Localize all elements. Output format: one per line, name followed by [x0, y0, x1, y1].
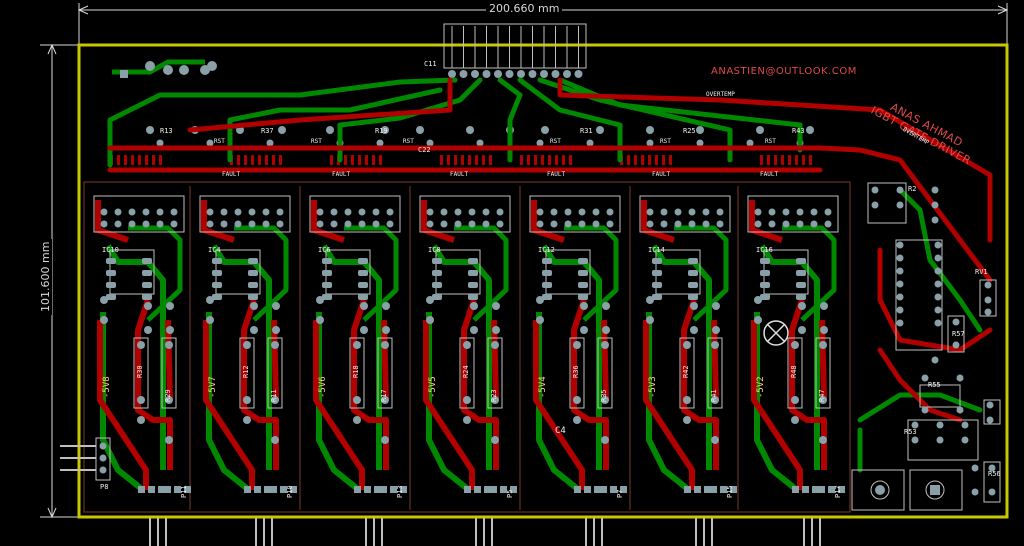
channel-1-ic-ref: IC10 [102, 246, 119, 254]
board-height-dimension: 101.600 mm [39, 238, 52, 315]
channel-6-resistor-a: R42 [682, 365, 690, 378]
channel-2-connector-ref: P10 [286, 485, 294, 498]
channel-6-connector-ref: P15 [726, 485, 734, 498]
channel-3-voltage-label: -5V6 [318, 376, 328, 398]
left-header-p8 [60, 437, 111, 481]
channel-6-resistor-b: R41 [710, 389, 718, 402]
channel-5-resistor-a: R36 [572, 365, 580, 378]
right-control-area [851, 182, 1001, 511]
net-label-fault-6: FAULT [760, 171, 779, 178]
net-label-rst-1: RST [214, 138, 225, 145]
back-copper-layer [107, 77, 983, 473]
ref-c11: C11 [424, 60, 437, 68]
channel-1-resistor-a: R30 [136, 365, 144, 378]
channel-4-resistor-a: R24 [462, 365, 470, 378]
channel-2-resistor-a: R12 [242, 365, 250, 378]
channel-4-voltage-label: -5V5 [428, 376, 438, 398]
channel-3-resistor-a: R18 [352, 365, 360, 378]
channel-frames [83, 181, 851, 513]
channel-7-connector-ref: P17 [834, 485, 842, 498]
channel-4-ic-ref: IC8 [428, 246, 441, 254]
channel-5-voltage-label: -5V4 [538, 376, 548, 398]
channel-6-voltage-label: -5V3 [648, 376, 658, 398]
ref-r53: R53 [904, 428, 917, 436]
net-label-rst-6: RST [765, 138, 776, 145]
ref-rv1: RV1 [975, 268, 988, 276]
net-label-rst-5: RST [660, 138, 671, 145]
net-label-rst-4: RST [550, 138, 561, 145]
net-label-rst-2: RST [311, 138, 322, 145]
channel-3-connector-ref: P13 [396, 485, 404, 498]
board-outline [77, 43, 1009, 519]
channel-2 [199, 195, 297, 546]
channel-1 [93, 195, 191, 546]
channel-4-connector-ref: P5 [506, 489, 514, 498]
channel-circuits [93, 195, 845, 546]
terminal-blocks [870, 480, 945, 500]
ref-p8: P8 [100, 483, 109, 491]
channel-7-voltage-label: -5V2 [756, 376, 766, 398]
ref-c4: C4 [555, 426, 566, 436]
channel-6-ic-ref: IC14 [648, 246, 665, 254]
channel-2-voltage-label: -5V7 [208, 376, 218, 398]
channel-3-ic-ref: IC6 [318, 246, 331, 254]
net-label-fault-5: FAULT [652, 171, 671, 178]
ref-r2: R2 [908, 185, 917, 193]
channel-4-resistor-b: R23 [490, 389, 498, 402]
ref-r57: R57 [952, 330, 965, 338]
net-label-fault-2: FAULT [332, 171, 351, 178]
channel-4 [419, 195, 517, 546]
channel-1-connector-ref: P11 [180, 485, 188, 498]
channel-5 [529, 195, 627, 546]
channel-2-resistor-b: R11 [270, 389, 278, 402]
channel-3 [309, 195, 407, 546]
ref-r13: R13 [160, 127, 173, 135]
ref-r56: R56 [988, 470, 1001, 478]
channel-7-resistor-a: R48 [790, 365, 798, 378]
mounting-hole-marker [763, 320, 789, 346]
channel-1-resistor-b: R29 [164, 389, 172, 402]
ref-r31: R31 [580, 127, 593, 135]
ref-r55: R55 [928, 381, 941, 389]
channel-7-resistor-b: R47 [818, 389, 826, 402]
net-label-overtemp: OVERTEMP [706, 91, 735, 98]
top-connector [443, 23, 587, 69]
net-label-rst-3: RST [403, 138, 414, 145]
front-copper-layer [107, 77, 993, 423]
channel-1-voltage-label: -5V8 [102, 376, 112, 398]
channel-6 [639, 195, 737, 546]
channel-5-resistor-b: R35 [600, 389, 608, 402]
silkscreen-email: ANASTIEN@OUTLOOK.COM [711, 66, 857, 77]
ref-r43: R43 [792, 127, 805, 135]
ref-r19: R19 [375, 127, 388, 135]
channel-3-resistor-b: R17 [380, 389, 388, 402]
channel-2-ic-ref: IC4 [208, 246, 221, 254]
top-left-components [112, 59, 217, 78]
channel-5-ic-ref: IC12 [538, 246, 555, 254]
ref-r25: R25 [683, 127, 696, 135]
ref-r37: R37 [261, 127, 274, 135]
channel-5-connector-ref: P7 [616, 489, 624, 498]
channel-7 [747, 195, 845, 546]
board-width-dimension: 200.660 mm [486, 2, 563, 15]
net-label-fault-1: FAULT [222, 171, 241, 178]
ref-c22: C22 [418, 146, 431, 154]
net-label-fault-4: FAULT [547, 171, 566, 178]
channel-7-ic-ref: IC16 [756, 246, 773, 254]
net-label-fault-3: FAULT [450, 171, 469, 178]
